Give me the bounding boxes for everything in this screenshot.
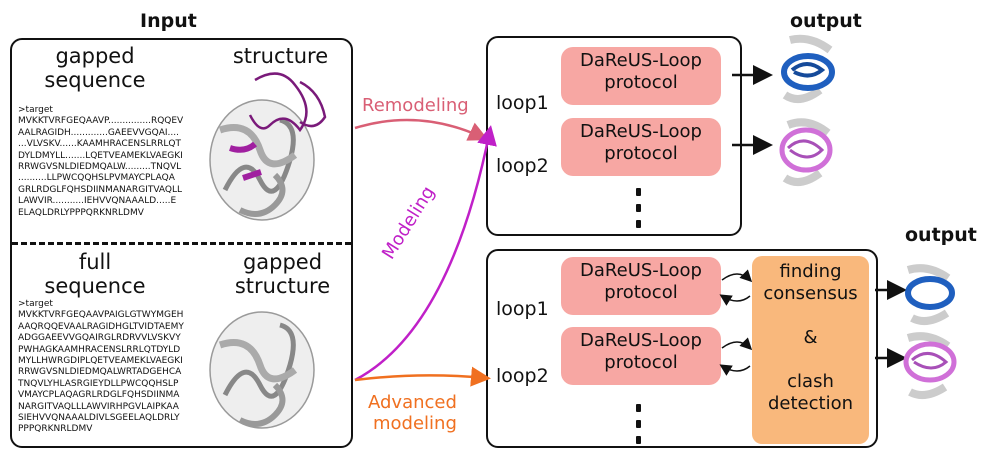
consensus-box: finding consensus & clash detection bbox=[752, 256, 869, 444]
modeling-arrow bbox=[354, 125, 497, 382]
top-loop2-protocol: DaReUS-Loop protocol bbox=[561, 118, 721, 176]
advanced-label-line1: Advanced bbox=[368, 392, 457, 413]
bottom-more-dots bbox=[636, 404, 641, 452]
top-more-dots bbox=[636, 188, 641, 236]
bottom-output-loop2-image bbox=[903, 332, 957, 400]
top-output-loop2-image bbox=[779, 118, 833, 186]
top-loop2-label: loop2 bbox=[496, 155, 549, 177]
gapped-structure-heading: gapped structure bbox=[234, 250, 331, 298]
advanced-modeling-arrow bbox=[354, 366, 491, 387]
bottom-loop1-protocol: DaReUS-Loop protocol bbox=[561, 257, 721, 315]
top-loop1-label: loop1 bbox=[496, 92, 549, 114]
top-loop1-protocol: DaReUS-Loop protocol bbox=[561, 47, 721, 105]
bottom-loop1-label: loop1 bbox=[496, 298, 549, 320]
full-sequence-text: >target MVKKTVRFGEQAAVPAIGLGTWYMGEH AAQR… bbox=[18, 299, 184, 435]
input-divider bbox=[12, 242, 351, 245]
advanced-label-line2: modeling bbox=[373, 413, 457, 434]
remodeling-label: Remodeling bbox=[362, 95, 469, 116]
full-sequence-heading: full sequence bbox=[44, 250, 146, 298]
structure-heading: structure bbox=[232, 44, 329, 68]
top-output-label: output bbox=[790, 10, 862, 32]
gapped-sequence-text: >target MVKKTVRFGEQAAVP...............RQ… bbox=[18, 105, 184, 218]
remodeling-arrow bbox=[354, 118, 489, 141]
bottom-output-loop1-image bbox=[905, 264, 955, 326]
gapped-sequence-heading: gapped sequence bbox=[44, 44, 146, 92]
input-title: Input bbox=[140, 10, 197, 32]
modeling-label: Modeling bbox=[378, 182, 440, 264]
bottom-output-label: output bbox=[905, 224, 977, 246]
bottom-loop2-label: loop2 bbox=[496, 365, 549, 387]
top-output-loop1-image bbox=[781, 34, 835, 103]
bottom-loop2-protocol: DaReUS-Loop protocol bbox=[561, 327, 721, 385]
